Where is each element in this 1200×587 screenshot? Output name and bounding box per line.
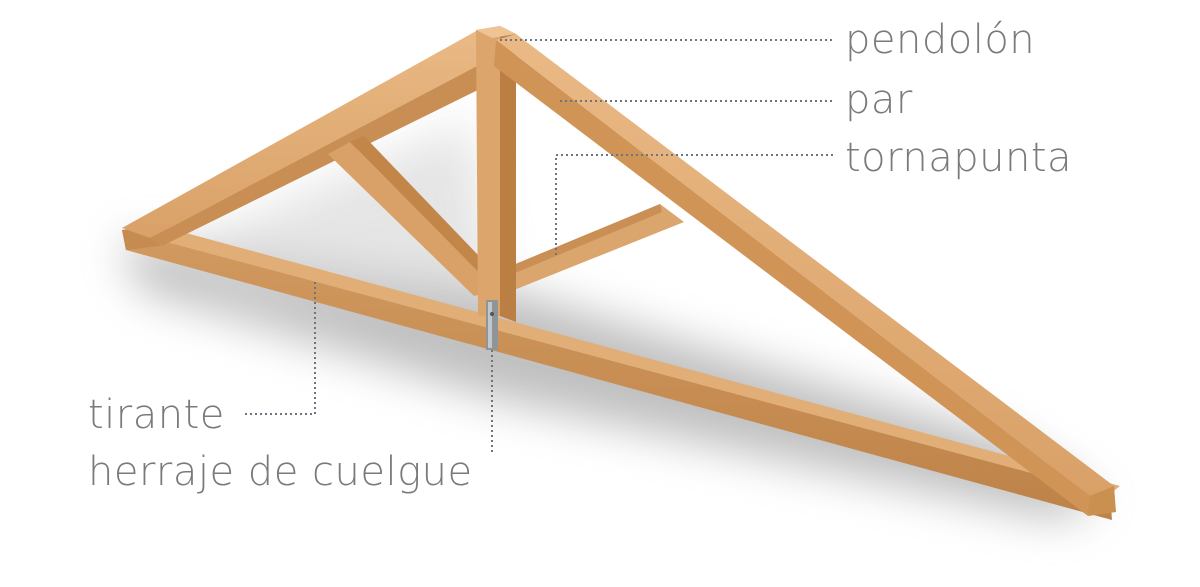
king-post bbox=[476, 26, 516, 322]
label-tirante: tirante bbox=[88, 392, 225, 438]
right-rafter bbox=[494, 34, 1116, 516]
left-strut bbox=[328, 136, 502, 296]
leader-lines bbox=[242, 39, 833, 452]
hanger-bracket bbox=[486, 300, 498, 350]
leader-tornapunta bbox=[555, 154, 833, 255]
leader-tirante bbox=[242, 282, 316, 415]
label-herraje: herraje de cuelgue bbox=[88, 449, 473, 495]
label-tornapunta: tornapunta bbox=[845, 135, 1073, 181]
right-strut bbox=[506, 204, 684, 290]
label-par: par bbox=[845, 77, 913, 123]
left-rafter bbox=[122, 30, 494, 246]
label-pendolon: pendolón bbox=[845, 17, 1036, 63]
